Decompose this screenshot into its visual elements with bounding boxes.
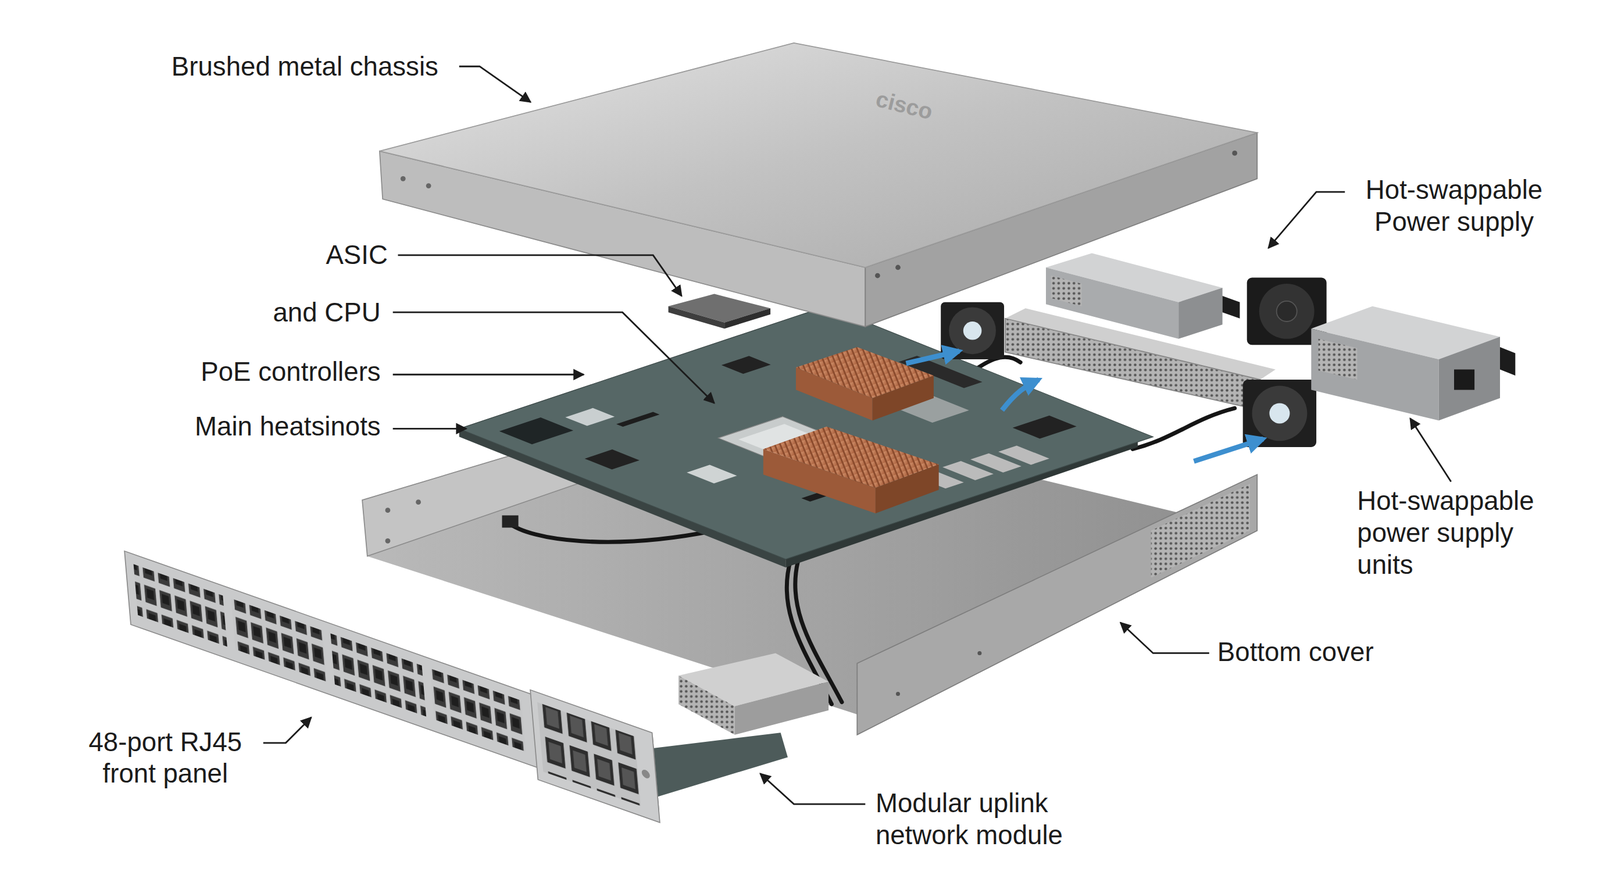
airflow-arrow xyxy=(906,351,960,364)
psu-side xyxy=(1045,267,1179,339)
leader-line xyxy=(393,427,467,430)
part-label: Brushed metal chassis xyxy=(171,51,478,84)
power-supply xyxy=(1045,252,1240,339)
leader-line xyxy=(393,312,715,403)
uplink-module-face xyxy=(530,690,660,823)
hole xyxy=(385,538,391,544)
port-block xyxy=(133,563,228,647)
cable xyxy=(1132,408,1235,449)
fan-blades xyxy=(1259,283,1315,339)
fan-hub xyxy=(1269,402,1290,424)
hole xyxy=(415,499,421,505)
asic-chip xyxy=(668,294,771,330)
psu-grille xyxy=(1318,338,1358,380)
port-block xyxy=(430,668,527,752)
hole xyxy=(895,691,900,696)
part-label: 48-port RJ45 front panel xyxy=(63,726,268,791)
tray-vent xyxy=(1151,483,1250,578)
part-label: Modular uplink network module xyxy=(875,787,1085,852)
connector-face xyxy=(678,675,735,735)
psu-grille xyxy=(1051,275,1082,307)
heatsink xyxy=(763,426,939,488)
leader-line xyxy=(760,773,866,805)
connector xyxy=(502,515,519,528)
fan-hub xyxy=(1276,301,1298,322)
power-inlet xyxy=(1454,369,1475,390)
sfp-ports xyxy=(537,702,641,806)
leader-line xyxy=(1120,622,1210,654)
part-label: and CPU xyxy=(176,297,381,330)
hole xyxy=(875,273,881,279)
hole xyxy=(400,176,406,182)
psu-handle xyxy=(1222,295,1241,319)
leader-line xyxy=(393,373,584,376)
rj45-jack xyxy=(998,445,1050,465)
chip xyxy=(721,355,771,374)
hole xyxy=(895,265,901,271)
port-block xyxy=(330,633,427,717)
cage-face xyxy=(1005,318,1261,411)
uplink-card xyxy=(612,652,829,798)
chip-row xyxy=(616,412,660,428)
fan-frame xyxy=(1243,379,1317,448)
part-label: ASIC xyxy=(183,239,388,272)
leader-line xyxy=(263,717,312,744)
psu-end xyxy=(1178,287,1223,339)
connector-side xyxy=(734,681,829,735)
chassis-lid xyxy=(379,43,1257,327)
screw xyxy=(641,768,650,780)
hole xyxy=(1231,150,1238,156)
airflow-arrow xyxy=(1002,379,1039,411)
leader-line xyxy=(1410,418,1452,482)
chip xyxy=(584,449,640,470)
part-label: Main heatsinots xyxy=(125,411,381,444)
airflow-arrow xyxy=(1193,438,1263,462)
psu-handle xyxy=(1500,347,1516,376)
part-label: Hot-swappable Power supply xyxy=(1355,174,1553,239)
chip xyxy=(499,417,574,445)
hole xyxy=(977,651,982,656)
part-label: Hot-swappable power supply units xyxy=(1356,485,1555,581)
leader-line xyxy=(459,66,531,102)
psu-side xyxy=(1311,328,1439,421)
fan-blades xyxy=(1252,386,1308,442)
airflow-arrows xyxy=(906,351,1264,462)
leader-lines xyxy=(263,66,1452,805)
power-supply xyxy=(1311,306,1516,421)
leader-line xyxy=(1268,191,1346,249)
psu-end xyxy=(1438,336,1500,421)
leader-line xyxy=(397,255,682,296)
part-label: Bottom cover xyxy=(1217,636,1422,669)
hole xyxy=(426,183,432,189)
fan-hub xyxy=(963,321,982,341)
chip xyxy=(686,465,737,484)
chip xyxy=(1012,415,1077,439)
fan xyxy=(1243,379,1317,448)
fan-blades xyxy=(948,306,996,355)
part-label: PoE controllers xyxy=(125,356,381,389)
power-section xyxy=(906,252,1516,462)
heatsink xyxy=(795,347,934,399)
asic-edge xyxy=(724,308,771,329)
chip xyxy=(565,408,615,427)
lid-top xyxy=(379,43,1257,268)
hole xyxy=(385,507,391,513)
port-block xyxy=(230,598,327,682)
asic-edge xyxy=(668,306,725,330)
